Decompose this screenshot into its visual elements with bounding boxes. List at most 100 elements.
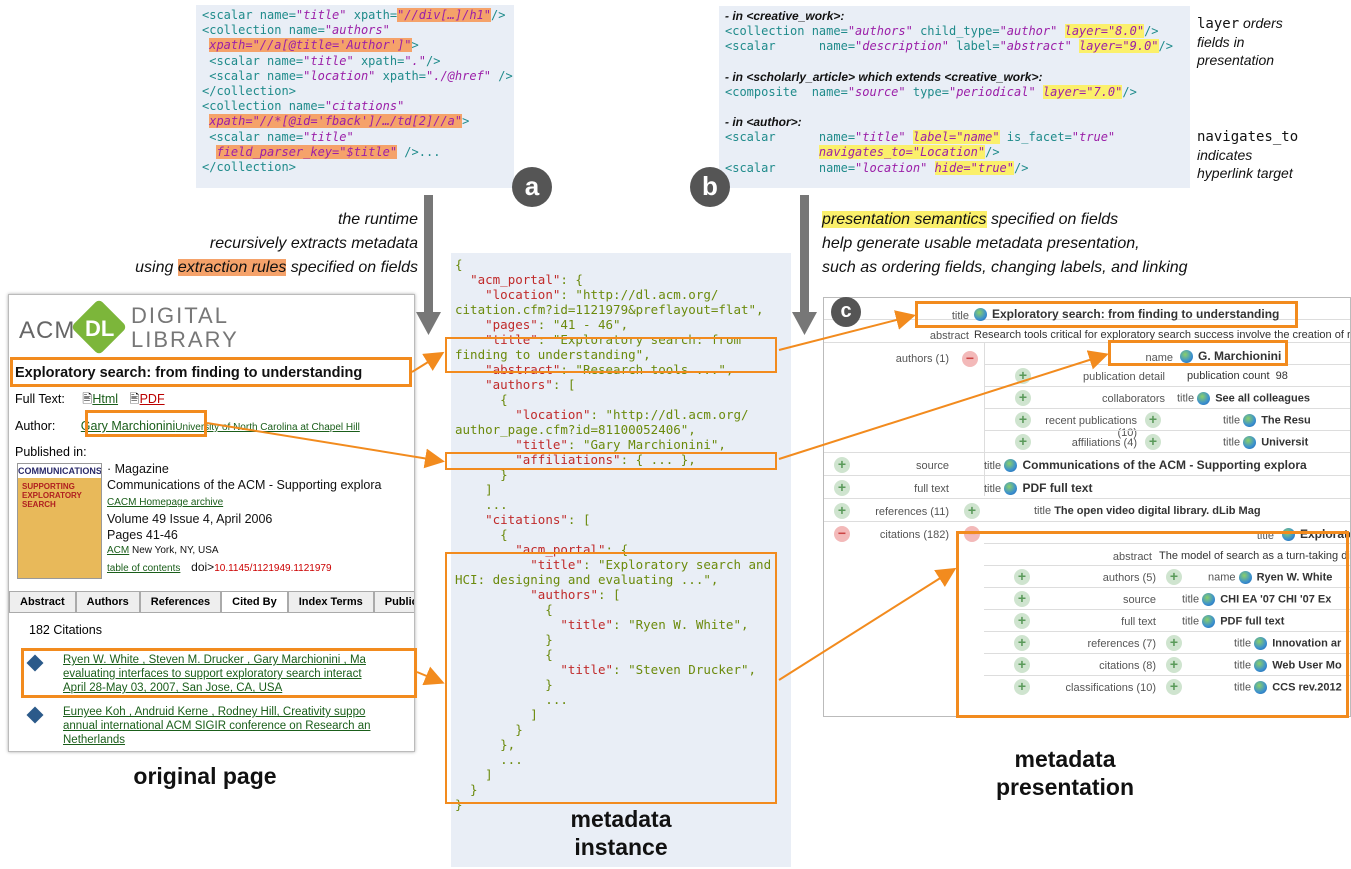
p-authors-label: authors (1) [895,353,949,365]
rule-a-token: name= [288,99,325,114]
logo-dl-text: DL [85,316,115,341]
rule-a-token: xpath= [353,8,398,22]
tab-cited-by[interactable]: Cited By [221,591,288,612]
globe-icon [974,308,987,322]
json-line: finding to understanding", [455,347,651,362]
expand-c-refs-item-button[interactable]: + [1166,635,1182,651]
publisher-link[interactable]: ACM [107,545,130,556]
gray-down-arrow-left [416,195,441,335]
expand-c-class-item-button[interactable]: + [1166,679,1182,695]
json-line: "title": "Exploratory search and [530,557,772,572]
p-collab-text: See all colleagues [1215,392,1310,405]
p-refs-label: references (11) [875,506,949,518]
p-c-class-label: classifications (10) [1065,682,1156,694]
rule-b-token: <composite [725,84,812,99]
cite2-line1[interactable]: Eunyee Koh , Andruid Kerne , Rodney Hill… [63,706,366,718]
extraction-caption-3: using extraction rules specified on fiel… [40,256,418,280]
rule-b-token: /> [1014,160,1029,175]
pdf-link[interactable]: PDF [139,392,165,406]
rule-b-token: "authors" [847,24,921,39]
json-line: "title": "Steven Drucker", [560,662,757,677]
json-line: } [455,632,553,647]
cite2-line2[interactable]: annual international ACM SIGIR conferenc… [63,720,371,732]
rule-a-token: name= [267,68,304,83]
html-link[interactable]: Html [92,392,119,406]
page-title: Exploratory search: from finding to unde… [15,365,363,381]
collapse-citations-button[interactable]: − [834,526,850,542]
rule-b-token: is_facet= [999,130,1072,145]
arrow-title-to-json [411,351,445,373]
json-line: "location": "http://dl.acm.org/ [485,287,719,302]
expand-c-cits-item-button[interactable]: + [1166,657,1182,673]
rule-a-token: xpath="//a[@title='Author']" [209,38,412,53]
rule-a-token: /> [491,8,506,22]
rule-a-token: <scalar [202,68,268,83]
json-line: { [455,392,508,407]
expand-source-button[interactable]: + [834,457,850,473]
p-collab-label: collaborators [1102,393,1165,405]
tab-publicat[interactable]: Publicat [373,591,414,612]
rule-b-token: child_type= [920,24,1000,39]
expand-collab-button[interactable]: + [1015,390,1031,406]
expand-c-refs-button[interactable]: + [1014,635,1030,651]
navigates-note: navigates_to indicates hyperlink target [1197,127,1349,182]
p-abstract: Research tools critical for exploratory … [974,329,1351,341]
p-c-abstract-label: abstract [1112,551,1152,563]
json-line: ] [455,767,493,782]
rule-a-line: <collection name="authors" [202,23,508,38]
cite1-line1[interactable]: Ryen W. White , Steven M. Drucker , Gary… [63,654,366,666]
p-c-source-label: source [1122,594,1156,606]
cite1-line2[interactable]: evaluating interfaces to support explora… [63,668,362,680]
expand-recent-item-button[interactable]: + [1145,412,1161,428]
json-citation-box [445,552,777,804]
presentation-caption-2: presentation [995,774,1135,800]
cacm-homepage-link[interactable]: CACM Homepage archive [107,497,224,508]
rule-a-token: </collection> [202,160,296,175]
original-page-panel: ACM DL DIGITAL LIBRARY Exploratory searc… [8,294,415,752]
expand-c-cits-button[interactable]: + [1014,657,1030,673]
p-source-label: source [915,460,949,472]
original-page-caption: original page [133,763,277,789]
layer-note-1: orders [1239,15,1283,31]
rule-b-token: - in <scholarly_article> which extends <… [725,69,1043,84]
published-in-label: Published in: [15,445,87,459]
expand-affil-button[interactable]: + [1015,434,1031,450]
p-pubdetail-label: publication detail [1083,371,1165,383]
rule-a-token: "./@href" [426,68,499,83]
expand-c-source-button[interactable]: + [1014,591,1030,607]
tab-index-terms[interactable]: Index Terms [287,591,374,612]
rule-a-line: </collection> [202,84,508,99]
expand-c-authors-button[interactable]: + [1014,569,1030,585]
html-icon: 🖹 [82,392,93,406]
json-line: }, [455,737,516,752]
tab-authors[interactable]: Authors [75,591,140,612]
p-c-name: name Ryen W. White [1208,571,1333,584]
rule-b-token: <collection [725,24,812,39]
label-b-badge: b [690,167,730,207]
expand-c-fulltext-button[interactable]: + [1014,613,1030,629]
rule-a-token: field_parser_key="$title" [216,144,398,159]
expand-c-class-button[interactable]: + [1014,679,1030,695]
expand-refs-button[interactable]: + [834,503,850,519]
toc-link[interactable]: table of contents [107,563,181,574]
rule-b-token: "source" [847,84,913,99]
globe-icon [1238,571,1252,584]
json-line: "pages": "41 - 46", [485,317,629,332]
rule-b-token: type= [912,84,949,99]
rule-a-line: xpath="//a[@title='Author']"> [202,38,508,53]
cite2-line3[interactable]: Netherlands [63,734,126,746]
tab-references[interactable]: References [139,591,222,612]
author-link[interactable]: Gary Marchionini [80,419,176,433]
rule-a-token: "." [404,53,426,68]
json-line: "location": "http://dl.acm.org/ [515,407,749,422]
expand-refs-item-button[interactable]: + [964,503,980,519]
expand-pubdetail-button[interactable]: + [1015,368,1031,384]
p-affil: title Universit [1223,436,1309,449]
presentation-caption-3: such as ordering fields, changing labels… [822,259,1188,276]
expand-affil-item-button[interactable]: + [1145,434,1161,450]
cite1-line3[interactable]: April 28-May 03, 2007, San Jose, CA, USA [63,682,283,694]
expand-fulltext-button[interactable]: + [834,480,850,496]
tab-abstract[interactable]: Abstract [9,591,76,612]
expand-c-author-item-button[interactable]: + [1166,569,1182,585]
collapse-authors-button[interactable]: − [962,351,978,367]
